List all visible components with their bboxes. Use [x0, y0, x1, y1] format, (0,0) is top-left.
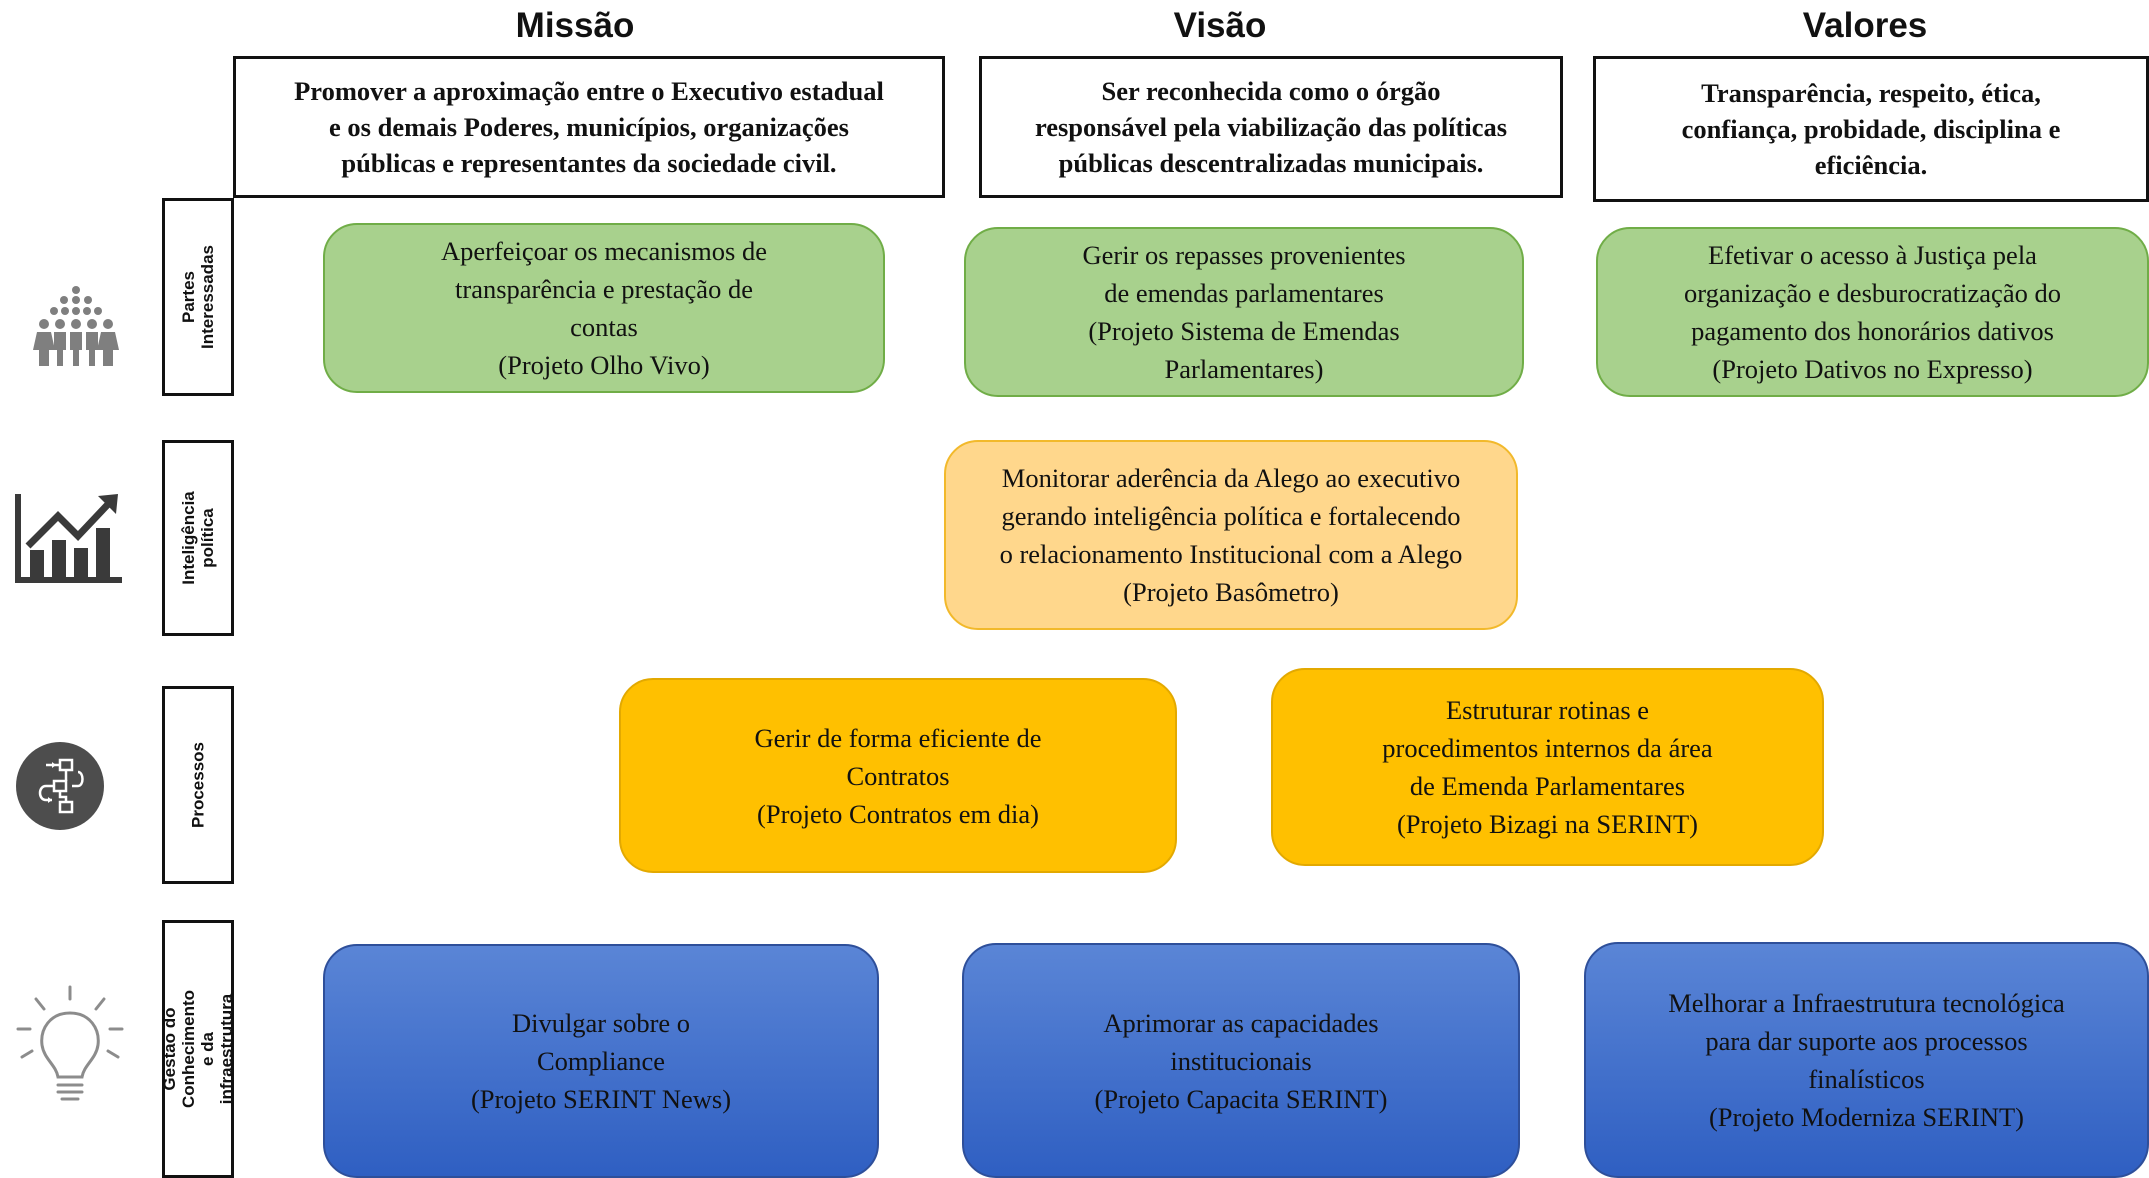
box-moderniza-text: Melhorar a Infraestrutura tecnológica pa… [1668, 988, 2065, 1132]
box-emendas: Gerir os repasses provenientes de emenda… [964, 227, 1524, 397]
visao-text: Ser reconhecida como o órgão responsável… [1034, 76, 1508, 178]
box-serint-news: Divulgar sobre o Compliance (Projeto SER… [323, 944, 879, 1178]
lightbulb-icon [16, 985, 124, 1101]
row-label-gestao-text: Gestão do Conhecimento e da infraestrutu… [160, 989, 236, 1109]
row-label-partes: Partes Interessadas [162, 198, 234, 396]
box-basometro: Monitorar aderência da Alego ao executiv… [944, 440, 1518, 630]
visao-statement: Ser reconhecida como o órgão responsável… [979, 56, 1563, 198]
header-valores: Valores [1802, 6, 1928, 45]
row-label-processos-text: Processos [188, 742, 208, 828]
row-label-processos: Processos [162, 686, 234, 884]
box-bizagi-text: Estruturar rotinas e procedimentos inter… [1382, 695, 1713, 839]
valores-text: Transparência, respeito, ética, confianç… [1681, 78, 2061, 180]
chart-growth-icon [15, 494, 122, 583]
missao-statement: Promover a aproximação entre o Executivo… [233, 56, 945, 198]
valores-statement: Transparência, respeito, ética, confianç… [1593, 56, 2149, 202]
row-label-inteligencia-text: Inteligência política [179, 491, 217, 585]
row-label-inteligencia: Inteligência política [162, 440, 234, 636]
box-moderniza: Melhorar a Infraestrutura tecnológica pa… [1584, 942, 2149, 1178]
people-group-icon [33, 286, 119, 366]
missao-text: Promover a aproximação entre o Executivo… [294, 76, 884, 178]
box-dativos: Efetivar o acesso à Justiça pela organiz… [1596, 227, 2149, 397]
box-bizagi: Estruturar rotinas e procedimentos inter… [1271, 668, 1824, 866]
box-basometro-text: Monitorar aderência da Alego ao executiv… [999, 463, 1463, 607]
box-olho-vivo-text: Aperfeiçoar os mecanismos de transparênc… [441, 236, 767, 380]
box-capacita: Aprimorar as capacidades institucionais … [962, 943, 1520, 1178]
header-visao: Visão [1173, 6, 1267, 45]
header-missao: Missão [515, 6, 635, 45]
box-serint-news-text: Divulgar sobre o Compliance (Projeto SER… [470, 1008, 732, 1114]
box-emendas-text: Gerir os repasses provenientes de emenda… [1082, 240, 1406, 384]
box-contratos: Gerir de forma eficiente de Contratos (P… [619, 678, 1177, 873]
row-label-gestao: Gestão do Conhecimento e da infraestrutu… [160, 920, 236, 1178]
box-dativos-text: Efetivar o acesso à Justiça pela organiz… [1684, 240, 2061, 384]
box-capacita-text: Aprimorar as capacidades institucionais … [1094, 1007, 1388, 1114]
box-olho-vivo: Aperfeiçoar os mecanismos de transparênc… [323, 223, 885, 393]
process-flow-icon [16, 742, 104, 830]
box-contratos-text: Gerir de forma eficiente de Contratos (P… [754, 722, 1042, 829]
row-label-partes-text: Partes Interessadas [179, 245, 217, 349]
